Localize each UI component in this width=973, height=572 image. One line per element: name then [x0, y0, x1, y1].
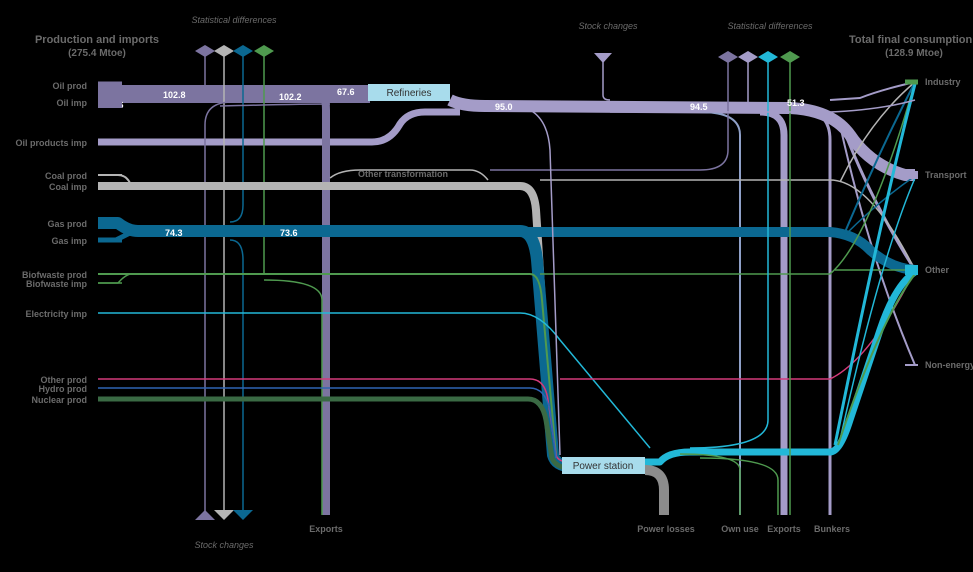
flow-other-prod-final	[560, 269, 916, 380]
flow-stock-oil	[204, 101, 233, 512]
triangle-stock-top	[594, 53, 612, 63]
source-label-oil-imp: Oil imp	[56, 98, 87, 108]
right-title: Total final consumption	[849, 34, 973, 46]
flow-power-main	[645, 269, 918, 466]
triangle-stat-oil	[195, 45, 215, 57]
power-losses-label: Power losses	[637, 524, 695, 534]
flow-oil-products-other	[838, 119, 917, 271]
flow-bio-imp	[98, 273, 131, 284]
value-oil-total: 102.8	[163, 90, 186, 100]
right-subtitle: (128.9 Mtoe)	[885, 48, 943, 59]
flow-stock-changes-right	[602, 62, 611, 101]
flow-oil-products-imp	[98, 108, 460, 146]
source-label-gas-prod: Gas prod	[47, 219, 87, 229]
power-station-label: Power station	[573, 461, 634, 472]
flow-bio-final	[540, 81, 916, 275]
bunkers-label: Bunkers	[814, 524, 850, 534]
source-label-oil-products-imp: Oil products imp	[15, 138, 87, 148]
flow-gas-main	[98, 217, 571, 472]
flow-oil-to-power	[529, 109, 561, 456]
source-label-coal-prod: Coal prod	[45, 171, 87, 181]
flows	[98, 55, 918, 515]
refineries-label: Refineries	[386, 88, 431, 99]
source-label-biowaste-imp: Biofwaste imp	[26, 279, 88, 289]
sink-label-transport: Transport	[925, 170, 967, 180]
other-transformation-label: Other transformation	[358, 169, 448, 179]
triangle-stat-bio	[254, 45, 274, 57]
own-use-label: Own use	[721, 524, 759, 534]
stock-changes-top-label: Stock changes	[578, 21, 638, 31]
flow-gas-final	[520, 227, 916, 275]
flow-gas-transport	[844, 175, 916, 236]
triangle-stat-right-2	[738, 51, 758, 63]
value-gas-total: 74.3	[165, 228, 183, 238]
left-subtitle: (275.4 Mtoe)	[68, 48, 126, 59]
flow-stat-diff-right-1	[490, 60, 729, 171]
source-label-gas-imp: Gas imp	[51, 236, 87, 246]
flow-coal-other-transformation	[329, 169, 489, 181]
flow-oil-products-bunkers	[799, 108, 832, 515]
flow-power-industry	[833, 83, 917, 446]
triangle-stock-gas	[233, 510, 253, 520]
flow-stock-gas	[229, 239, 244, 512]
value-oil-products-mid: 94.5	[690, 102, 708, 112]
stock-changes-bottom-label: Stock changes	[194, 540, 254, 550]
flow-power-transport	[839, 177, 916, 441]
exports-left-label: Exports	[309, 524, 343, 534]
flow-power-other-green	[837, 273, 916, 446]
sink-label-industry: Industry	[925, 77, 961, 87]
flow-coal-industry	[839, 81, 916, 183]
source-label-oil-prod: Oil prod	[53, 81, 88, 91]
flow-electricity-imp	[98, 312, 651, 449]
sink-label-non-energy: Non-energy	[925, 360, 973, 370]
flow-oil-exports	[317, 90, 330, 515]
flow-refinery-back	[219, 103, 331, 107]
refineries-box	[368, 84, 450, 101]
flow-gas-industry	[844, 81, 916, 233]
triangle-stock-coal	[214, 510, 234, 520]
flow-stat-diff-gas	[229, 55, 244, 223]
triangle-stat-right-3	[758, 51, 778, 63]
value-refinery-input: 67.6	[337, 87, 355, 97]
triangle-stock-oil	[195, 510, 215, 520]
source-label-electricity-imp: Electricity imp	[25, 309, 87, 319]
flow-hydro-prod	[98, 387, 557, 459]
value-gas-after: 73.6	[280, 228, 298, 238]
source-label-coal-imp: Coal imp	[49, 182, 88, 192]
flow-power-exports	[699, 457, 779, 515]
power-station-box	[562, 457, 645, 474]
sink-label-other: Other	[925, 265, 950, 275]
flow-oil-products-main	[447, 94, 915, 181]
flow-bio-prod	[98, 273, 557, 456]
triangle-stat-coal	[214, 45, 234, 57]
source-label-nuclear-prod: Nuclear prod	[31, 395, 87, 405]
flow-power-stat	[689, 60, 769, 449]
flow-other-prod	[98, 378, 571, 463]
flow-bio-exports	[263, 279, 323, 515]
flow-oil-products-industry	[829, 81, 916, 101]
triangle-stat-right-4	[780, 51, 800, 63]
left-title: Production and imports	[35, 34, 159, 46]
flow-oil-products-thin	[610, 99, 916, 113]
value-oil-after-exports: 102.2	[279, 92, 302, 102]
value-refinery-output: 95.0	[495, 102, 513, 112]
source-label-hydro-prod: Hydro prod	[39, 384, 88, 394]
stat-diff-right-label: Statistical differences	[727, 21, 813, 31]
flow-coal-prod	[98, 174, 131, 184]
triangle-stat-gas	[233, 45, 253, 57]
flow-power-losses	[644, 465, 669, 515]
stat-diff-left-label: Statistical differences	[191, 15, 277, 25]
flow-power-own-use	[679, 453, 741, 515]
source-label-biowaste-prod: Biofwaste prod	[22, 270, 87, 280]
flow-nuclear-prod	[98, 396, 571, 471]
source-label-other-prod: Other prod	[41, 375, 88, 385]
exports-right-label: Exports	[767, 524, 801, 534]
value-oil-products-final: 51.3	[787, 98, 805, 108]
markers	[195, 45, 800, 520]
triangle-stat-right-1	[718, 51, 738, 63]
flow-coal-final	[540, 179, 916, 271]
